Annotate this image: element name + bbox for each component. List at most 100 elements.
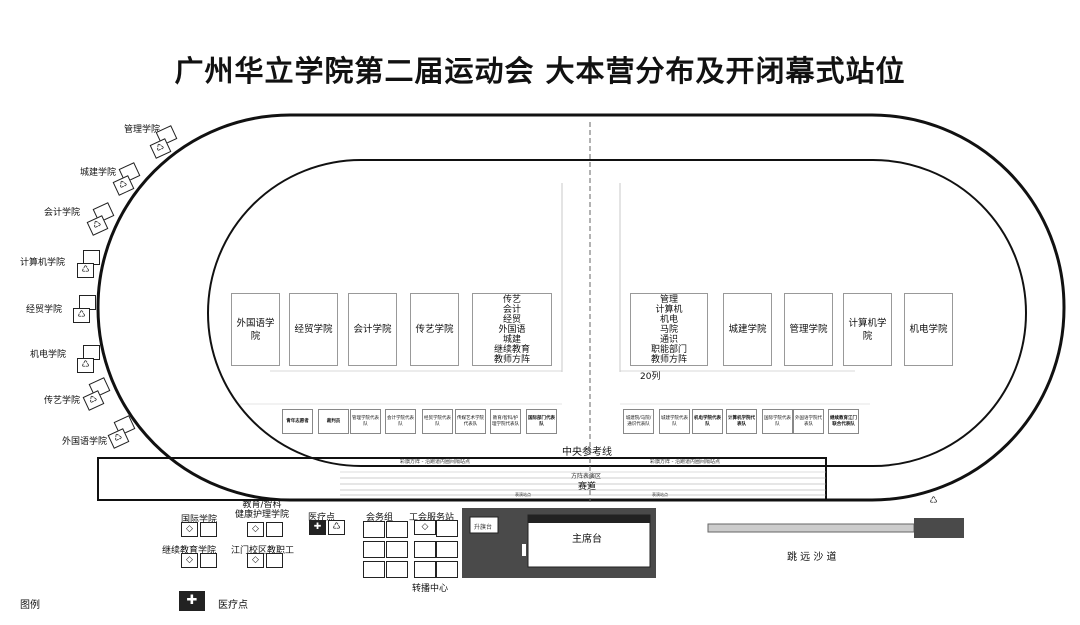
medical-label: 医疗点 xyxy=(308,513,336,523)
jiangmen-camp-icon-2 xyxy=(266,553,283,568)
zhuanbo-label: 转播中心 xyxy=(412,584,449,594)
tent-10 xyxy=(436,561,458,578)
rep-team-box: 传媒艺术学院代表队 xyxy=(455,409,486,434)
columns-label: 20列 xyxy=(640,372,661,382)
long-jump-label: 跳 远 沙 道 xyxy=(787,552,837,563)
college-camp-label: 计算机学院 xyxy=(20,258,66,268)
field-group-item: 教师方阵 xyxy=(493,354,530,365)
square-area-label: 方阵表演区 xyxy=(571,473,602,480)
field-left-0: 外国语学院 xyxy=(231,293,280,366)
field-group-item: 职能部门 xyxy=(650,344,687,355)
track-label: 赛道 xyxy=(578,482,597,492)
field-left-group: 传艺会计经贸外国语城建继续教育教师方阵 xyxy=(472,293,552,366)
rep-team-box: 城建院/马院/通识代表队 xyxy=(623,409,654,434)
flag-platform-label: 升旗台 xyxy=(474,524,493,531)
field-group-item: 经贸 xyxy=(502,314,521,325)
rep-team-box: 机电学院代表队 xyxy=(692,409,723,434)
field-group-item: 计算机 xyxy=(655,304,683,315)
college-camp-label: 外国语学院 xyxy=(62,437,108,447)
rep-team-box: 外国语学院代表队 xyxy=(793,409,824,434)
jiangmen-camp-icon: ◇ xyxy=(247,553,264,568)
long-jump-pit xyxy=(914,518,964,538)
tent-5 xyxy=(363,561,385,578)
legend-medical-icon: ✚ xyxy=(179,591,205,611)
field-group-item: 继续教育 xyxy=(493,344,530,355)
page-title: 广州华立学院第二届运动会 大本营分布及开闭幕式站位 xyxy=(174,54,906,88)
rep-team-box: 国际学院代表队 xyxy=(762,409,793,434)
small-left-label: 表演站点 xyxy=(515,492,531,497)
chairman-label: 主席台 xyxy=(572,534,602,545)
field-left-1: 经贸学院 xyxy=(289,293,338,366)
gonghui-tent-icon: ◇ xyxy=(414,520,436,535)
jixu-camp-icon: ◇ xyxy=(181,553,198,568)
rep-team-box: 继续教育江门联合代表队 xyxy=(828,409,859,434)
huiwu-tent-1 xyxy=(363,521,385,538)
legend-title: 图例 xyxy=(20,600,40,611)
field-right-3: 机电学院 xyxy=(904,293,953,366)
jiaoyu-camp-icon-2 xyxy=(266,522,283,537)
field-right-0: 城建学院 xyxy=(723,293,772,366)
college-camp-label: 传艺学院 xyxy=(44,396,81,406)
guoji-label: 国际学院 xyxy=(181,515,218,525)
tent-7 xyxy=(414,541,436,558)
college-camp-label: 城建学院 xyxy=(80,168,117,178)
tent-4 xyxy=(386,541,408,558)
trash-bin-icon: ♺ xyxy=(77,263,94,278)
huiwu-label: 会务组 xyxy=(366,513,394,523)
field-group-item: 城建 xyxy=(502,334,521,345)
rep-team-box: 城建学院代表队 xyxy=(659,409,690,434)
field-group-item: 会计 xyxy=(502,304,521,315)
rep-team-box: 国际部门代表队 xyxy=(526,409,557,434)
rep-team-box: 管理学院代表队 xyxy=(350,409,381,434)
jixu-label: 继续教育学院 xyxy=(162,546,217,556)
jiangmen-label: 江门校区教职工 xyxy=(231,546,295,556)
college-camp-label: 会计学院 xyxy=(44,208,81,218)
small-right-label: 表演站点 xyxy=(652,492,668,497)
field-right-2: 计算机学院 xyxy=(843,293,892,366)
field-right-1: 管理学院 xyxy=(784,293,833,366)
long-jump-runway xyxy=(707,523,915,533)
rep-team-box: 裁判员 xyxy=(318,409,349,434)
flag-right-label: 彩旗方阵 - 沿跑道内圈间隔站点 xyxy=(650,459,720,465)
flag-left-label: 彩旗方阵 - 沿跑道内圈间隔站点 xyxy=(400,459,470,465)
trash-bin-icon: ♺ xyxy=(77,358,94,373)
college-camp-label: 经贸学院 xyxy=(26,305,63,315)
flag-platform xyxy=(469,516,499,534)
rep-team-box: 经贸学院代表队 xyxy=(422,409,453,434)
trash-bin-icon-2: ♺ xyxy=(925,495,942,510)
guoji-camp-icon: ◇ xyxy=(181,522,198,537)
field-left-2: 会计学院 xyxy=(348,293,397,366)
medical-kit-icon: ✚ xyxy=(309,520,326,535)
inner-track xyxy=(207,159,1027,467)
tent-6 xyxy=(386,561,408,578)
gonghui-label: 工会服务站 xyxy=(409,513,455,523)
field-right-group: 管理计算机机电马院通识职能部门教师方阵 xyxy=(630,293,708,366)
field-group-item: 教师方阵 xyxy=(650,354,687,365)
gonghui-tent-2 xyxy=(436,520,458,537)
rep-team-box: 会计学院代表队 xyxy=(385,409,416,434)
college-camp-label: 管理学院 xyxy=(124,125,161,135)
field-group-item: 通识 xyxy=(659,334,678,345)
field-left-3: 传艺学院 xyxy=(410,293,459,366)
trash-bin-icon: ♺ xyxy=(328,520,345,535)
chairman-stand xyxy=(527,514,651,568)
trash-bin-icon: ♺ xyxy=(73,308,90,323)
field-group-item: 机电 xyxy=(659,314,678,325)
jiaoyu-label: 教育/智科 健康护理学院 xyxy=(235,500,290,520)
field-group-item: 外国语 xyxy=(498,324,526,335)
rep-team-box: 计算机学院代表队 xyxy=(726,409,757,434)
straight-box xyxy=(97,457,827,501)
field-group-item: 管理 xyxy=(659,294,678,305)
tent-8 xyxy=(436,541,458,558)
jiaoyu-camp-icon: ◇ xyxy=(247,522,264,537)
tent-3 xyxy=(363,541,385,558)
legend-medical-label: 医疗点 xyxy=(218,600,248,611)
huiwu-tent-2 xyxy=(386,521,408,538)
rep-team-box: 青年志愿者 xyxy=(282,409,313,434)
rep-team-box: 教育/智科/护理学院代表队 xyxy=(490,409,521,434)
college-camp-label: 机电学院 xyxy=(30,350,67,360)
jixu-camp-icon-2 xyxy=(200,553,217,568)
field-group-item: 马院 xyxy=(659,324,678,335)
center-line-label: 中央参考线 xyxy=(562,447,612,458)
